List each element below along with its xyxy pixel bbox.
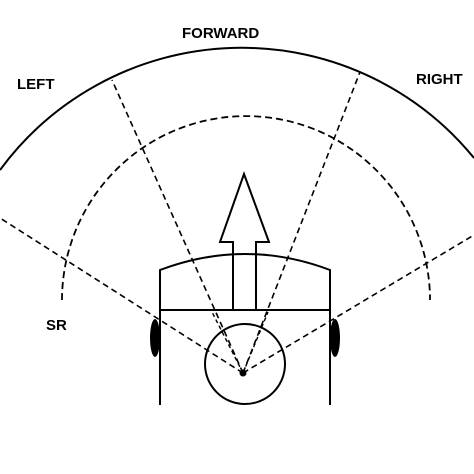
forward-direction-arrow-icon <box>218 171 271 310</box>
sensor-ray-left <box>211 311 244 374</box>
label-forward: FORWARD <box>182 25 259 42</box>
inner-range-arc <box>61 115 431 301</box>
outer-range-arc <box>0 46 474 171</box>
forward-right-boundary-line <box>242 71 361 374</box>
vehicle-body-outline <box>159 253 331 405</box>
label-sr: SR <box>46 317 67 334</box>
label-right: RIGHT <box>416 71 463 88</box>
sensor-point <box>239 369 247 377</box>
sensor-ray-right <box>242 311 269 374</box>
left-wheel <box>150 319 160 357</box>
right-lower-boundary-line <box>242 234 474 374</box>
sensor-ring <box>204 323 286 405</box>
left-lower-boundary-line <box>0 217 244 374</box>
left-forward-boundary-line <box>111 79 244 374</box>
right-wheel <box>330 319 340 357</box>
label-left: LEFT <box>17 76 55 93</box>
